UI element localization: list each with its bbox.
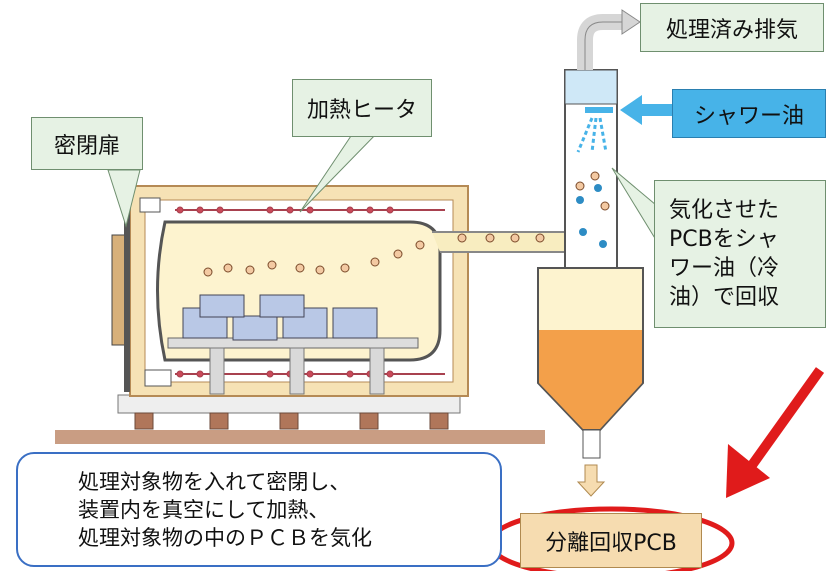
vapor-duct: [432, 231, 571, 253]
recovery-line: 油）で回収: [669, 285, 780, 310]
door-label-text: 密閉扉: [53, 133, 120, 159]
result-box: 分離回収PCB: [520, 513, 702, 568]
pcb-vapor: [203, 233, 545, 277]
caption-line: 処理対象物を入れて密閉し、: [78, 470, 351, 494]
equipment-rack: [167, 337, 419, 349]
recovery-line: PCBをシャ: [669, 227, 779, 252]
rack-legs: [209, 347, 385, 395]
door-label: 密閉扉: [31, 117, 143, 170]
recovery-line: 気化させた: [669, 198, 780, 223]
highlight-arrow: [740, 367, 825, 478]
shower-oil-label: シャワー油: [672, 89, 826, 138]
base-platform: [117, 394, 461, 414]
drain-arrow: [576, 464, 606, 497]
heater-label-text: 加熱ヒータ: [306, 98, 417, 123]
heater-label: 加熱ヒータ: [292, 79, 432, 137]
exhaust-label: 処理済み排気: [640, 3, 824, 52]
recovery-pointer: [611, 167, 657, 242]
process-caption: 処理対象物を入れて密閉し、 装置内を真空にして加熱、 処理対象物の中のＰＣＢを気…: [16, 452, 502, 567]
recovery-line: ワー油（冷: [669, 256, 780, 281]
door: [111, 234, 127, 346]
result-label: 分離回収PCB: [545, 530, 677, 556]
shower-oil-label-text: シャワー油: [693, 103, 804, 129]
caption-line: 装置内を真空にして加熱、: [78, 498, 330, 522]
base-feet: [134, 412, 449, 430]
exhaust-label-text: 処理済み排気: [665, 17, 798, 43]
oil-spray: [576, 117, 608, 153]
exhaust-pipe: [577, 14, 625, 70]
exhaust-arrow: [621, 9, 641, 35]
floor: [55, 430, 545, 444]
recovered-oil: [539, 330, 642, 429]
transformer-units: [182, 294, 378, 341]
recovery-label: 気化させた PCBをシャ ワー油（冷 油）で回収: [654, 180, 826, 328]
shower-arrow: [620, 95, 680, 125]
door-pointer: [107, 169, 141, 228]
caption-line: 処理対象物の中のＰＣＢを気化: [78, 526, 372, 550]
